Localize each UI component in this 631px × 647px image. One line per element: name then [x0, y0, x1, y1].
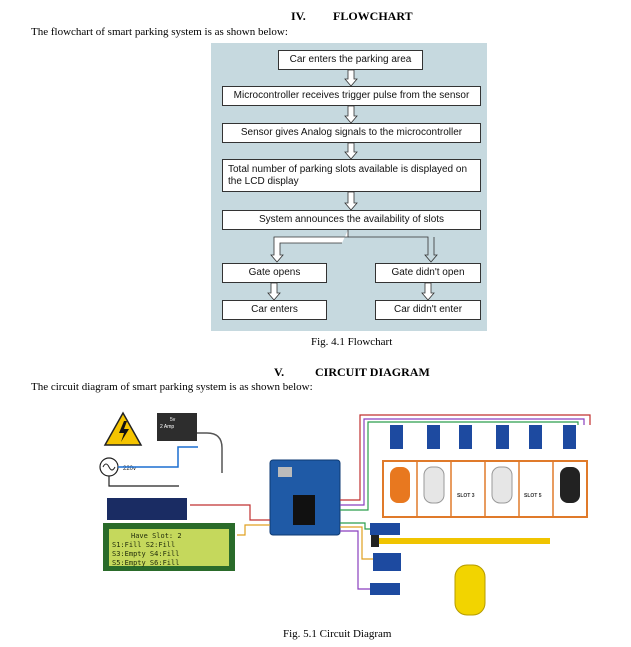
car-slot-6	[560, 467, 580, 503]
lcd-text: Have Slot: 2 S1:Fill S2:Fill S3:Empty S4…	[112, 532, 182, 567]
arrow-left-down	[267, 282, 281, 301]
servo-motor	[373, 553, 401, 571]
entry-sensor	[370, 523, 400, 535]
ir-sensors	[390, 425, 576, 449]
circuit-caption: Fig. 5.1 Circuit Diagram	[283, 628, 392, 640]
slot-label: SLOT 5	[524, 493, 542, 499]
arrow-4	[344, 191, 358, 211]
arrow-right-down	[421, 282, 435, 301]
flow-gate-opens: Gate opens	[222, 263, 327, 283]
flowchart-caption: Fig. 4.1 Flowchart	[311, 336, 393, 348]
ac-label: 220v	[123, 466, 136, 472]
car-slot-1	[390, 467, 410, 503]
arrow-3	[344, 142, 358, 160]
flowchart: Car enters the parking area Microcontrol…	[211, 43, 487, 331]
flow-arrows	[267, 69, 438, 301]
flow-step-announce: System announces the availability of slo…	[222, 210, 481, 230]
section-intro: The flowchart of smart parking system is…	[31, 26, 288, 38]
svg-text:S5:Empty S6:Fill: S5:Empty S6:Fill	[112, 559, 179, 567]
flow-step-sensor: Sensor gives Analog signals to the micro…	[222, 123, 481, 143]
flow-step-enter: Car enters the parking area	[278, 50, 423, 70]
power-label-2: 2 Amp	[160, 424, 174, 430]
exit-sensor	[370, 583, 400, 595]
svg-text:Have Slot: 2: Have Slot: 2	[131, 532, 182, 540]
arrow-2	[344, 105, 358, 124]
power-adapter	[157, 413, 197, 441]
car-slot-2	[423, 466, 445, 504]
circuit-diagram: 5v 2 Amp 220v Have Slot: 2 S1:Fill S2:Fi…	[99, 411, 591, 616]
flow-step-trigger: Microcontroller receives trigger pulse f…	[222, 86, 481, 106]
section-title: FLOWCHART	[333, 9, 413, 23]
car-slot-4	[491, 466, 513, 504]
flow-gate-closed: Gate didn't open	[375, 263, 481, 283]
flow-step-display: Total number of parking slots available …	[222, 159, 481, 192]
power-label-1: 5v	[170, 417, 176, 423]
svg-text:S1:Fill S2:Fill: S1:Fill S2:Fill	[112, 541, 175, 549]
gate-barrier	[375, 538, 550, 544]
lightning-icon	[119, 421, 129, 442]
section-number: V.	[274, 365, 285, 379]
arrow-branch-right	[348, 236, 438, 263]
slot-label: SLOT 3	[457, 493, 475, 499]
arrow-1	[344, 69, 358, 87]
section-intro: The circuit diagram of smart parking sys…	[31, 381, 313, 393]
flow-car-enters: Car enters	[222, 300, 327, 320]
car-entering	[454, 564, 486, 616]
section-number: IV.	[291, 9, 306, 23]
i2c-module	[107, 498, 187, 520]
section-title: CIRCUIT DIAGRAM	[315, 365, 430, 379]
arrow-branch-left	[270, 230, 349, 263]
svg-text:S3:Empty S4:Fill: S3:Empty S4:Fill	[112, 550, 179, 558]
